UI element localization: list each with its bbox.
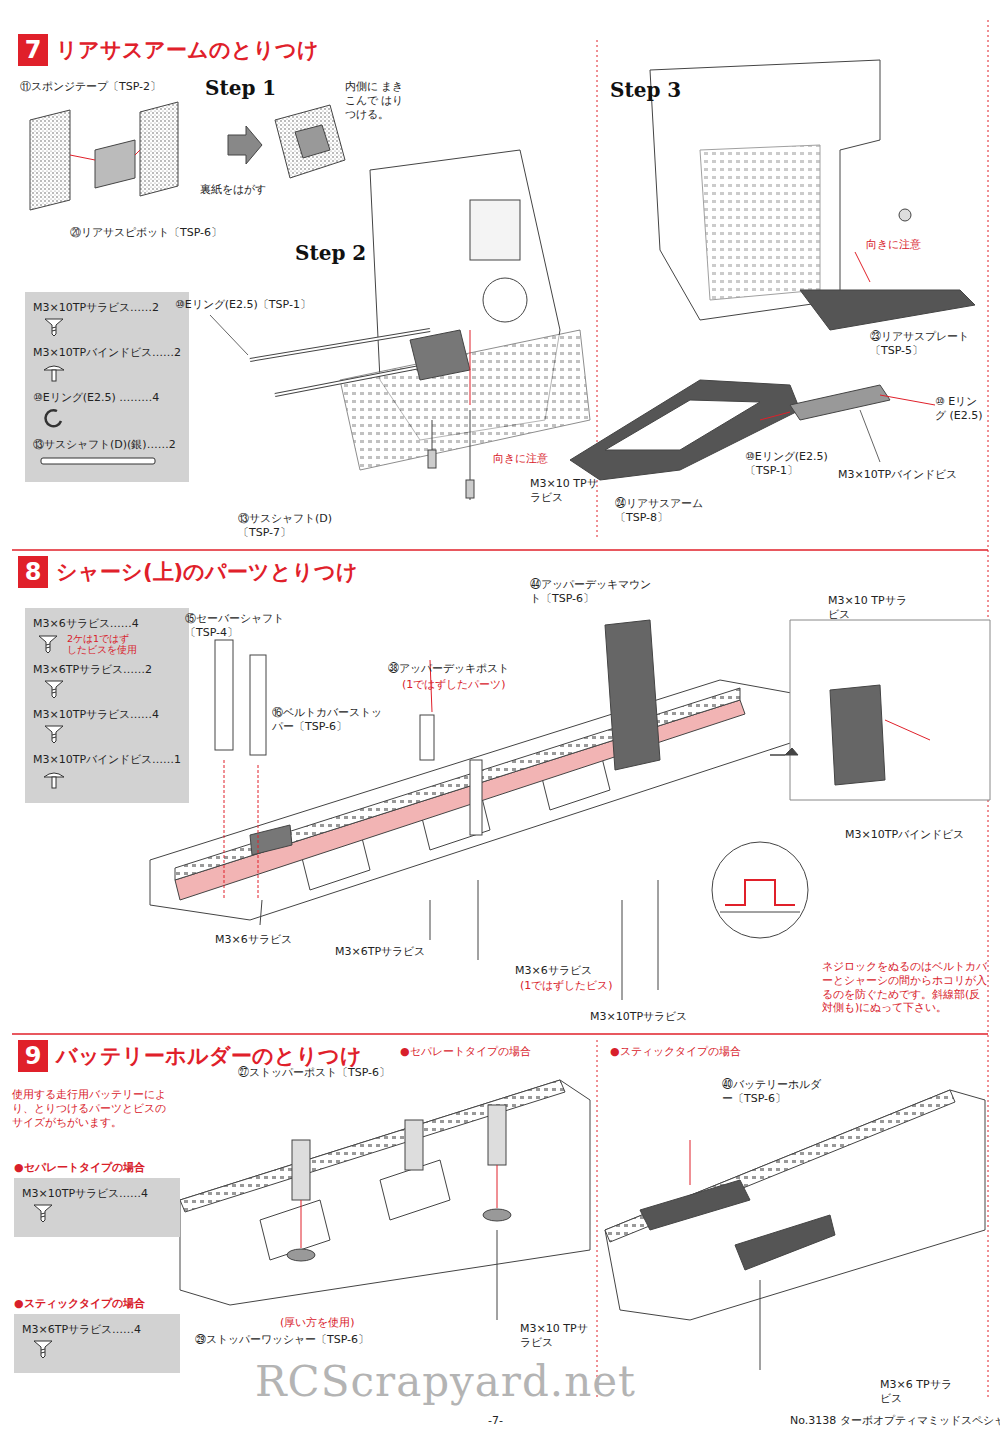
part-name: ⑳リアサスピボット〔TSP-6〕 <box>70 226 270 240</box>
parts-panel: M3×10TPサラビス……4 <box>14 1178 180 1237</box>
section-title: バッテリーホルダーのとりつけ <box>56 1042 362 1070</box>
watermark: RCScrapyard.net <box>255 1356 636 1409</box>
part-name: ⑩Eリング(E2.5)〔TSP-1〕 <box>745 450 837 478</box>
part-name: ⑩ Eリング (E2.5) <box>935 395 987 423</box>
screw-label: M3×6サラビス <box>215 933 292 947</box>
parts-box: M3×6サラビス……4 2ケは1ではずしたビスを使用 M3×6TPサラビス……2M3… <box>25 608 189 803</box>
parts-count: M3×10TPバインドビス……1 <box>33 752 181 767</box>
parts-count: M3×6TPサラビス……2 <box>33 662 181 677</box>
parts-heading: ●セパレートタイプの場合 <box>14 1160 180 1175</box>
instruction-note: 裏紙をはがす <box>200 183 266 197</box>
page-number: -7- <box>488 1414 503 1428</box>
screw-label: M3×10TPバインドビス <box>838 468 986 482</box>
step-title: Step 1 <box>205 76 276 101</box>
screw-label: M3×6 TPサラビス <box>880 1378 952 1406</box>
screw-label: M3×10 TPサラビス <box>530 477 600 505</box>
shaft-icon <box>39 454 159 468</box>
section-number: 9 <box>18 1040 48 1072</box>
screw-label: M3×10TPバインドビス <box>845 828 993 842</box>
section-title: リアサスアームのとりつけ <box>56 36 319 64</box>
part-name: ⑯ベルトカバーストッパー〔TSP-6〕 <box>272 706 384 734</box>
part-name: ㊳アッパーデッキポスト <box>388 662 528 676</box>
flat-icon <box>39 317 69 337</box>
part-name: ㊹アッパーデッキマウント〔TSP-6〕 <box>530 578 660 606</box>
part-name: ㉗ストッパーポスト〔TSP-6〕 <box>238 1066 390 1080</box>
parts-count: M3×6サラビス……4 <box>33 616 181 631</box>
screw-label: M3×6TPサラビス <box>335 945 425 959</box>
flat-icon <box>33 634 63 654</box>
parts-count: M3×10TPサラビス……2 <box>33 300 181 315</box>
ering-icon <box>39 407 69 429</box>
part-note: (1ではずしたパーツ) <box>402 678 522 692</box>
part-name: ⑩Eリング(E2.5)〔TSP-1〕 <box>175 298 311 312</box>
part-name: ㉙ストッパーワッシャー〔TSP-6〕 <box>195 1333 369 1347</box>
step-title: Step 2 <box>295 241 366 266</box>
parts-count: ⑩Eリング(E2.5) ………4 <box>33 390 181 405</box>
flat-icon <box>28 1203 58 1223</box>
section-header: 7 リアサスアームのとりつけ <box>18 34 319 66</box>
flat-icon <box>28 1339 58 1359</box>
instruction-note: 使用する走行用バッテリーにより、とりつけるパーツとビスのサイズがちがいます。 <box>12 1088 172 1129</box>
section-number: 7 <box>18 34 48 66</box>
bind-icon <box>39 362 69 382</box>
parts-count: ⑬サスシャフト(D)(銀)……2 <box>33 437 181 452</box>
parts-count: M3×6TPサラビス……4 <box>22 1322 172 1337</box>
part-name: ㉓リアサスプレート〔TSP-5〕 <box>870 330 985 358</box>
part-name: ㊵バッテリーホルダー〔TSP-6〕 <box>722 1078 822 1106</box>
bind-icon <box>39 769 69 789</box>
part-name: ⑮セーバーシャフト〔TSP-4〕 <box>185 612 305 640</box>
instruction-note: 内側に まきこんで はりつける。 <box>345 80 407 121</box>
section-title: シャーシ(上)のパーツとりつけ <box>56 558 358 586</box>
screw-label: M3×10 TPサラビス <box>828 594 908 622</box>
parts-box: M3×10TPサラビス……2M3×10TPバインドビス……2 ⑩Eリング(E2.5… <box>25 292 189 482</box>
screw-label: M3×6サラビス <box>515 964 592 978</box>
parts-count: M3×10TPサラビス……4 <box>22 1186 172 1201</box>
parts-box: ●スティックタイプの場合 M3×6TPサラビス……4 <box>14 1296 180 1373</box>
parts-panel: M3×6TPサラビス……4 <box>14 1314 180 1373</box>
flat-icon <box>39 679 69 699</box>
type-note: ●セパレートタイプの場合 <box>400 1045 531 1059</box>
parts-count: M3×10TPバインドビス……2 <box>33 345 181 360</box>
section-number: 8 <box>18 556 48 588</box>
step-title: Step 3 <box>610 78 681 103</box>
part-note: (厚い方を使用) <box>280 1316 355 1330</box>
icon-row: 2ケは1ではずしたビスを使用 <box>33 633 181 656</box>
caution-note: 向きに注意 <box>493 452 548 466</box>
flat-icon <box>39 724 69 744</box>
part-name: ㉔リアサスアーム〔TSP-8〕 <box>615 497 725 525</box>
section-header: 8 シャーシ(上)のパーツとりつけ <box>18 556 358 588</box>
screw-label: M3×10 TPサラビス <box>520 1322 590 1350</box>
type-note: ●スティックタイプの場合 <box>610 1045 741 1059</box>
parts-heading: ●スティックタイプの場合 <box>14 1296 180 1311</box>
parts-count: M3×10TPサラビス……4 <box>33 707 181 722</box>
screw-label: M3×10TPサラビス <box>590 1010 687 1024</box>
part-name: ⑪スポンジテープ〔TSP-2〕 <box>20 80 220 94</box>
parts-note: 2ケは1ではずしたビスを使用 <box>67 633 139 656</box>
model-name: No.3138 ターボオプティマミッドスペシャル <box>790 1414 1000 1428</box>
parts-box: ●セパレートタイプの場合 M3×10TPサラビス……4 <box>14 1160 180 1237</box>
part-note: (1ではずしたビス) <box>520 979 613 993</box>
caution-note: 向きに注意 <box>866 238 921 252</box>
caution-note: ネジロックをぬるのはベルトカバーとシャーシの間からホコリが入るのを防ぐためです。… <box>822 960 987 1015</box>
part-name: ⑬サスシャフト(D)〔TSP-7〕 <box>238 512 348 540</box>
